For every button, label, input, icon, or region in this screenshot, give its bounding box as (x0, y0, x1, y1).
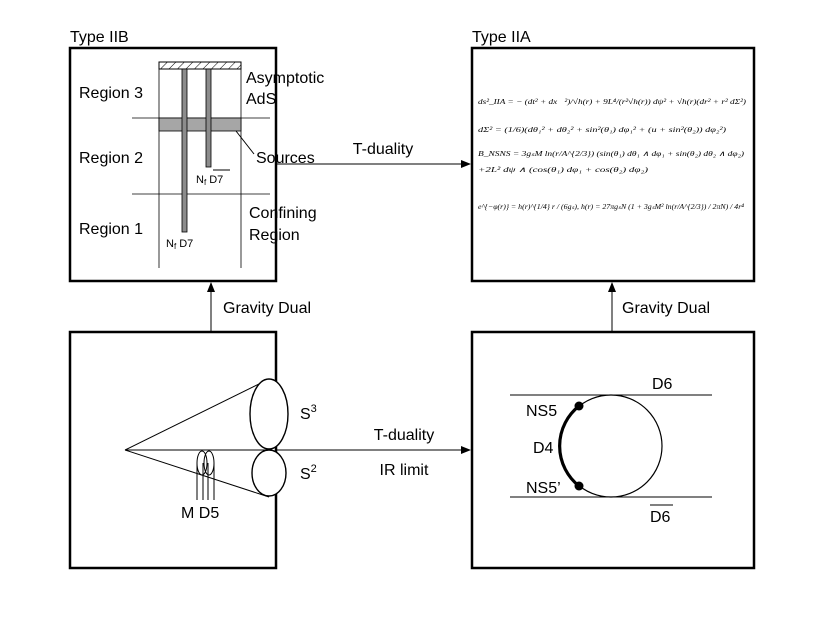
b-field-equation: B_NSNS = 3gₛM ln(r/A^{2/3}) (sin(θ₁) dθ₁… (478, 149, 745, 158)
tduality-label-top: T-duality (353, 141, 413, 158)
sigma-equation: dΣ² = (1/6)(dθ₁² + dθ₂² + sin²(θ₁) dφ₁² … (478, 125, 727, 134)
s2-base: S (300, 466, 311, 483)
s3-sup: 3 (311, 403, 317, 415)
s2-label: S2 (300, 463, 317, 483)
d7-name: D7 (179, 238, 193, 250)
region-3-label: Region 3 (79, 85, 143, 102)
sources-band (158, 117, 242, 132)
ns5-label: NS5 (526, 403, 557, 420)
gravity-dual-label-left: Gravity Dual (223, 300, 311, 317)
confining-label: Confining (249, 205, 317, 222)
s3-label: S3 (300, 403, 317, 423)
nf-sub: f (204, 178, 207, 187)
s3-base: S (300, 406, 311, 423)
d5-branes (196, 450, 215, 500)
nf-sub: f (174, 242, 177, 251)
s3-sphere (249, 378, 289, 450)
arrow-right-gravity-dual: Gravity Dual (608, 282, 710, 332)
arrow-top-tduality: T-duality (276, 141, 471, 168)
dilaton-warp-equation: e^{−φ(r)} = h(r)^{1/4} r / (6gₛ), h(r) =… (478, 202, 744, 211)
panel-cone: M D5 S3 S2 (68, 330, 317, 570)
arrow-left-gravity-dual: Gravity Dual (207, 282, 311, 332)
region-label: Region (249, 227, 300, 244)
ns5-dot (574, 401, 584, 411)
region-2-label: Region 2 (79, 150, 143, 167)
cone-line (124, 378, 270, 451)
nf-base: N (166, 238, 174, 250)
panel-title-type-iia: Type IIA (472, 29, 531, 46)
panel-frame (470, 330, 756, 570)
d7-brane (181, 68, 188, 233)
sources-pointer (235, 130, 255, 155)
tduality-label-bottom: T-duality (374, 427, 434, 444)
arrow-bottom-tduality: T-duality IR limit (276, 427, 471, 479)
gravity-dual-label-right: Gravity Dual (622, 300, 710, 317)
ir-limit-label: IR limit (380, 462, 429, 479)
s2-sup: 2 (311, 463, 317, 475)
d7-bar-name: D7 (209, 174, 223, 186)
d7-bar-brane (205, 68, 212, 168)
panel-type-iib: Type IIB Region 3 Region 2 Region 1 Asym… (68, 29, 324, 283)
boundary-cap (158, 61, 242, 70)
ads-label: AdS (246, 91, 276, 108)
metric-equation: ds²_IIA = − (dt² + dx⃗²)/√h(r) + 9L⁴/(r²… (478, 97, 747, 106)
d4-label: D4 (533, 440, 554, 457)
d6-bar-label: D6 (650, 509, 671, 526)
panel-frame (470, 46, 756, 283)
panel-type-iia: Type IIA ds²_IIA = − (dt² + dx⃗²)/√h(r) … (470, 29, 756, 283)
m-d5-label: M D5 (181, 505, 219, 522)
panel-title-type-iib: Type IIB (70, 29, 129, 46)
sources-label: Sources (256, 150, 315, 167)
panel-brane-setup: D6 NS5 D4 NS5’ D6 (470, 330, 756, 570)
ns5-prime-dot (574, 481, 584, 491)
d6-label: D6 (652, 376, 673, 393)
s2-sphere (251, 449, 287, 497)
d4-arc (558, 404, 580, 488)
nf-base: N (196, 174, 204, 186)
d5-loop (203, 450, 215, 476)
region-1-label: Region 1 (79, 221, 143, 238)
ns5-prime-label: NS5’ (526, 480, 561, 497)
b-field-equation-cont: +2L² dψ ∧ (cos(θ₁) dφ₁ + cos(θ₂) dφ₂) (478, 165, 649, 174)
asymptotic-label: Asymptotic (246, 70, 324, 87)
